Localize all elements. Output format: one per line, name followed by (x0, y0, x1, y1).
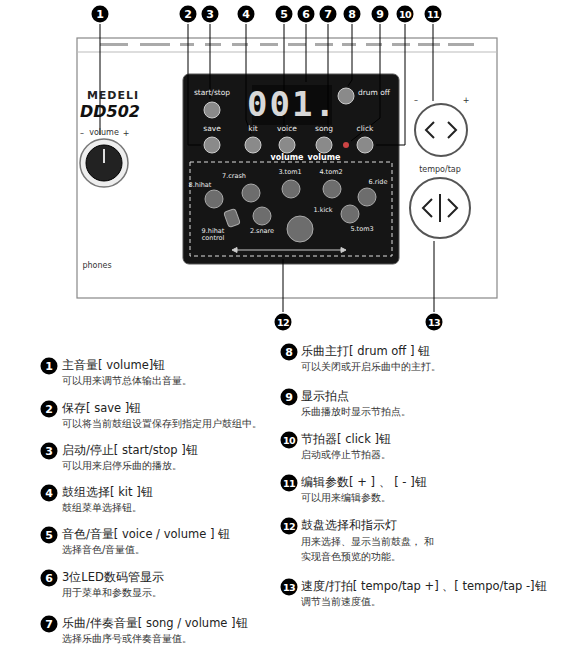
pad-label: 8.hihat (189, 182, 212, 189)
pad-label: 2.snare (250, 228, 274, 235)
item-title: 主音量[ volume]钮 (62, 359, 165, 372)
shift-arrow (232, 248, 346, 253)
item-description: 鼓组菜单选择钮。 (62, 502, 142, 514)
knob-pointer (103, 149, 105, 163)
item-description: 调节当前速度值。 (301, 596, 381, 608)
button-label: voice (277, 125, 297, 134)
item-title: 3位LED数码管显示 (62, 571, 164, 584)
button-label: save (203, 125, 221, 134)
brand-logo: MEDELI (87, 90, 139, 103)
callout-number: 8 (281, 344, 298, 361)
item-title: 速度/打拍[ tempo/tap +] 、[ tempo/tap -]钮 (301, 580, 547, 593)
item-title: 启动/停止[ start/stop ]钮 (62, 444, 198, 457)
button-sublabel: volume (308, 153, 341, 162)
callout-number: 12 (275, 314, 292, 331)
callout-number: 5 (276, 6, 293, 23)
item-title: 乐曲/伴奏音量[ song / volume ]钮 (62, 617, 248, 630)
item-title: 乐曲主打[ drum off ] 钮 (301, 345, 430, 358)
item-description: 可以关闭或开启乐曲中的主打。 (301, 361, 441, 373)
callout-number: 4 (238, 6, 255, 23)
item-title: 鼓盘选择和指示灯 (301, 519, 397, 532)
callout-number: 13 (426, 314, 443, 331)
item-title: 节拍器[ click ]钮 (301, 433, 391, 446)
pad-label: 5.tom3 (350, 226, 373, 233)
callout-number: 12 (281, 518, 298, 535)
item-title: 鼓组选择[ kit ]钮 (62, 486, 153, 499)
minus-mark: – (414, 96, 418, 105)
control-panel (183, 74, 399, 264)
callout-number: 6 (41, 570, 58, 587)
item-description: 选择音色/音量值。 (62, 544, 145, 556)
item-description: 选择乐曲序号或伴奏音量值。 (62, 633, 192, 645)
pad-label: 1.kick (313, 207, 332, 214)
callout-number: 5 (41, 527, 58, 544)
item-title: 显示拍点 (301, 390, 349, 403)
callout-number: 6 (298, 6, 315, 23)
item-description: 可以用来启停乐曲的播放。 (62, 460, 182, 472)
item-title: 保存[ save ]钮 (62, 402, 141, 415)
button-label: drum off (358, 89, 390, 98)
callout-number: 11 (281, 475, 298, 492)
tempo-chevrons (423, 194, 457, 222)
button-label: tempo/tap (419, 165, 461, 174)
callout-number: 1 (92, 6, 109, 23)
pad-buttons (205, 180, 376, 242)
pad-label: 7.crash (222, 173, 246, 180)
callout-number: 7 (320, 6, 337, 23)
callout-number: 4 (41, 485, 58, 502)
button-label: click (357, 125, 374, 134)
item-description: 用来选择、显示当前鼓盘， 和实现音色预览的功能。 (301, 535, 441, 564)
callout-number: 10 (397, 6, 414, 23)
pad-label: 4.tom2 (319, 169, 342, 176)
item-description: 可以用来调节总体输出音量。 (62, 375, 192, 387)
callout-number: 9 (372, 6, 389, 23)
item-description: 乐曲播放时显示节拍点。 (301, 406, 411, 418)
leader-lines (100, 24, 434, 312)
callout-number: 10 (281, 432, 298, 449)
edit-chevrons (426, 122, 456, 138)
pad-label: 6.ride (369, 179, 388, 186)
callout-number: 3 (41, 443, 58, 460)
led-display: 001. (247, 85, 337, 124)
callout-number: 2 (41, 401, 58, 418)
jack-markings (100, 43, 474, 46)
item-description: 可以用来编辑参数。 (301, 492, 391, 504)
callout-number: 1 (41, 358, 58, 375)
item-title: 音色/音量[ voice / volume ] 钮 (62, 528, 230, 541)
button-label: kit (248, 125, 257, 134)
edit-button (415, 104, 467, 156)
tempo-button (410, 178, 470, 238)
callout-number: 2 (180, 6, 197, 23)
pad-label: 9.hihat control (196, 228, 230, 242)
item-title: 编辑参数[ + ] 、 [ - ]钮 (301, 476, 427, 489)
callout-number: 11 (425, 6, 442, 23)
button-sublabel: volume (271, 153, 304, 162)
callout-number: 9 (281, 389, 298, 406)
plus-mark: + (123, 129, 130, 138)
item-description: 用于菜单和参数显示。 (62, 587, 162, 599)
callout-number: 13 (281, 579, 298, 596)
knob-label: volume (89, 128, 119, 137)
pad-area (190, 162, 392, 256)
button-label: start/stop (194, 89, 230, 98)
callout-number: 8 (344, 6, 361, 23)
model-name: DD502 (80, 103, 140, 121)
top-strip (77, 52, 497, 53)
plus-mark: + (463, 96, 470, 105)
volume-knob-cap (86, 145, 122, 181)
volume-knob (80, 139, 128, 187)
callout-number: 7 (41, 616, 58, 633)
pad-label: 3.tom1 (278, 169, 301, 176)
callout-number: 3 (202, 6, 219, 23)
item-description: 可以将当前鼓组设置保存到指定用户鼓组中。 (62, 418, 262, 430)
button-label: song (315, 125, 333, 134)
beat-led (343, 142, 349, 148)
minus-mark: – (80, 129, 84, 138)
jack-label: phones (82, 261, 111, 270)
item-description: 启动或停止节拍器。 (301, 449, 391, 461)
